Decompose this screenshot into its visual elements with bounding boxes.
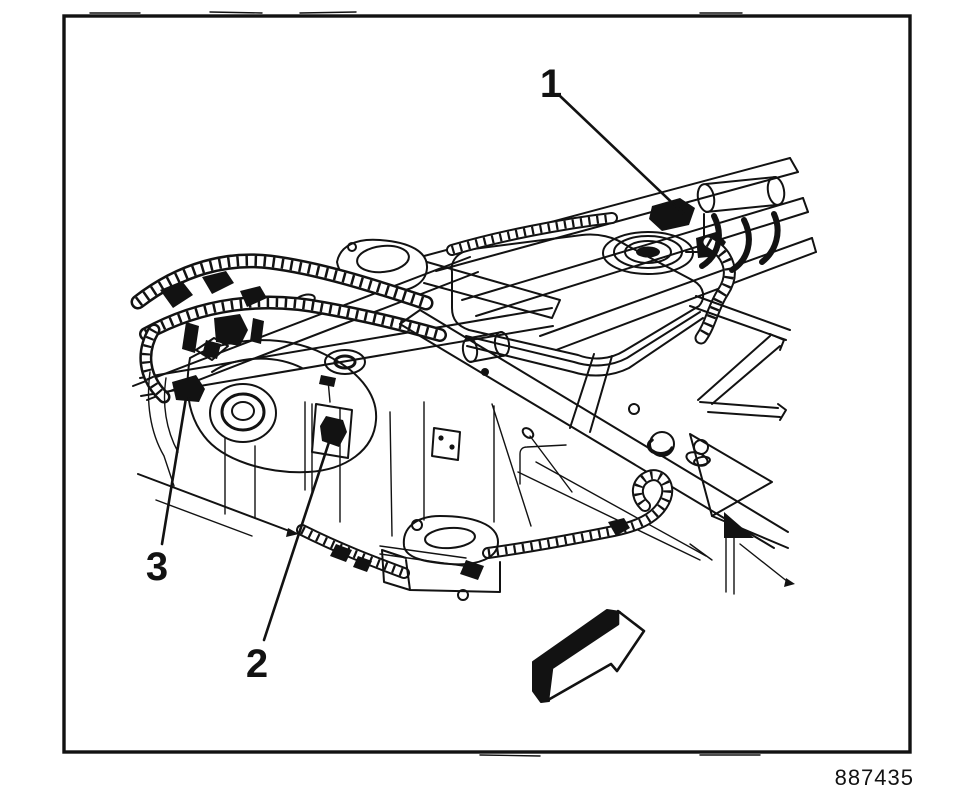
- foreground-rail: [399, 309, 789, 601]
- lower-braces: [491, 403, 795, 595]
- connector-1: [649, 198, 695, 231]
- callout-2-label: 2: [246, 642, 268, 686]
- callout-3: 3: [146, 396, 188, 589]
- callout-3-label: 3: [146, 545, 168, 589]
- frame-members-left: [132, 256, 554, 401]
- canister-hoses: [446, 198, 736, 345]
- callout-2: 2: [246, 428, 335, 686]
- lower-harness: [296, 469, 674, 580]
- upper-right-pipes: [689, 176, 791, 341]
- callout-1-label: 1: [540, 62, 562, 106]
- figure-border: [62, 11, 912, 757]
- wire-harness-upper-left: [130, 253, 447, 404]
- hole-bracket: [336, 238, 561, 319]
- callout-1-leader: [558, 94, 686, 216]
- tow-bracket: [381, 515, 501, 593]
- figure-number: 887435: [835, 765, 914, 790]
- left-frame-edge: [137, 473, 299, 537]
- callout-1: 1: [540, 62, 686, 216]
- callout-3-leader: [160, 396, 188, 546]
- fuel-tank-boss: [186, 337, 378, 474]
- callout-2-leader: [262, 428, 335, 642]
- direction-arrow-icon: [532, 609, 646, 703]
